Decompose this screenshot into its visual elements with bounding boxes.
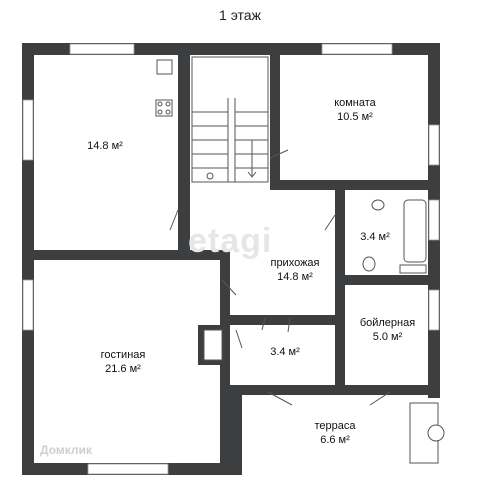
room-area: 14.8 м² bbox=[87, 140, 123, 152]
stairs bbox=[191, 56, 269, 183]
room-name: прихожая bbox=[270, 257, 320, 269]
room-area: 14.8 м² bbox=[277, 271, 313, 283]
room-label-living: гостиная 21.6 м² bbox=[78, 348, 168, 376]
room-area: 3.4 м² bbox=[270, 346, 300, 358]
room-label-boiler: бойлерная 5.0 м² bbox=[345, 316, 430, 344]
room-name: терраса bbox=[314, 420, 356, 432]
fixtures bbox=[155, 59, 445, 464]
room-label-kitchen: 14.8 м² bbox=[60, 139, 150, 153]
room-area: 10.5 м² bbox=[337, 111, 373, 123]
room-area: 5.0 м² bbox=[372, 331, 403, 343]
room-label-bathroom: 3.4 м² bbox=[340, 230, 410, 244]
room-label-terrace: терраса 6.6 м² bbox=[290, 419, 380, 447]
room-name: бойлерная bbox=[359, 317, 416, 329]
room-label-storage: 3.4 м² bbox=[245, 345, 325, 359]
room-label-room: комната 10.5 м² bbox=[310, 96, 400, 124]
room-area: 6.6 м² bbox=[320, 434, 350, 446]
floor-title: 1 этаж bbox=[219, 7, 261, 23]
room-area: 3.4 м² bbox=[360, 231, 390, 243]
room-name: гостиная bbox=[100, 349, 146, 361]
room-name: комната bbox=[334, 97, 376, 109]
room-label-hallway: прихожая 14.8 м² bbox=[250, 256, 340, 284]
doors bbox=[169, 149, 391, 406]
brand-logo-text: Домклик bbox=[40, 443, 92, 457]
watermark: etagi bbox=[188, 222, 273, 260]
room-area: 21.6 м² bbox=[105, 363, 141, 375]
windows bbox=[22, 43, 440, 475]
